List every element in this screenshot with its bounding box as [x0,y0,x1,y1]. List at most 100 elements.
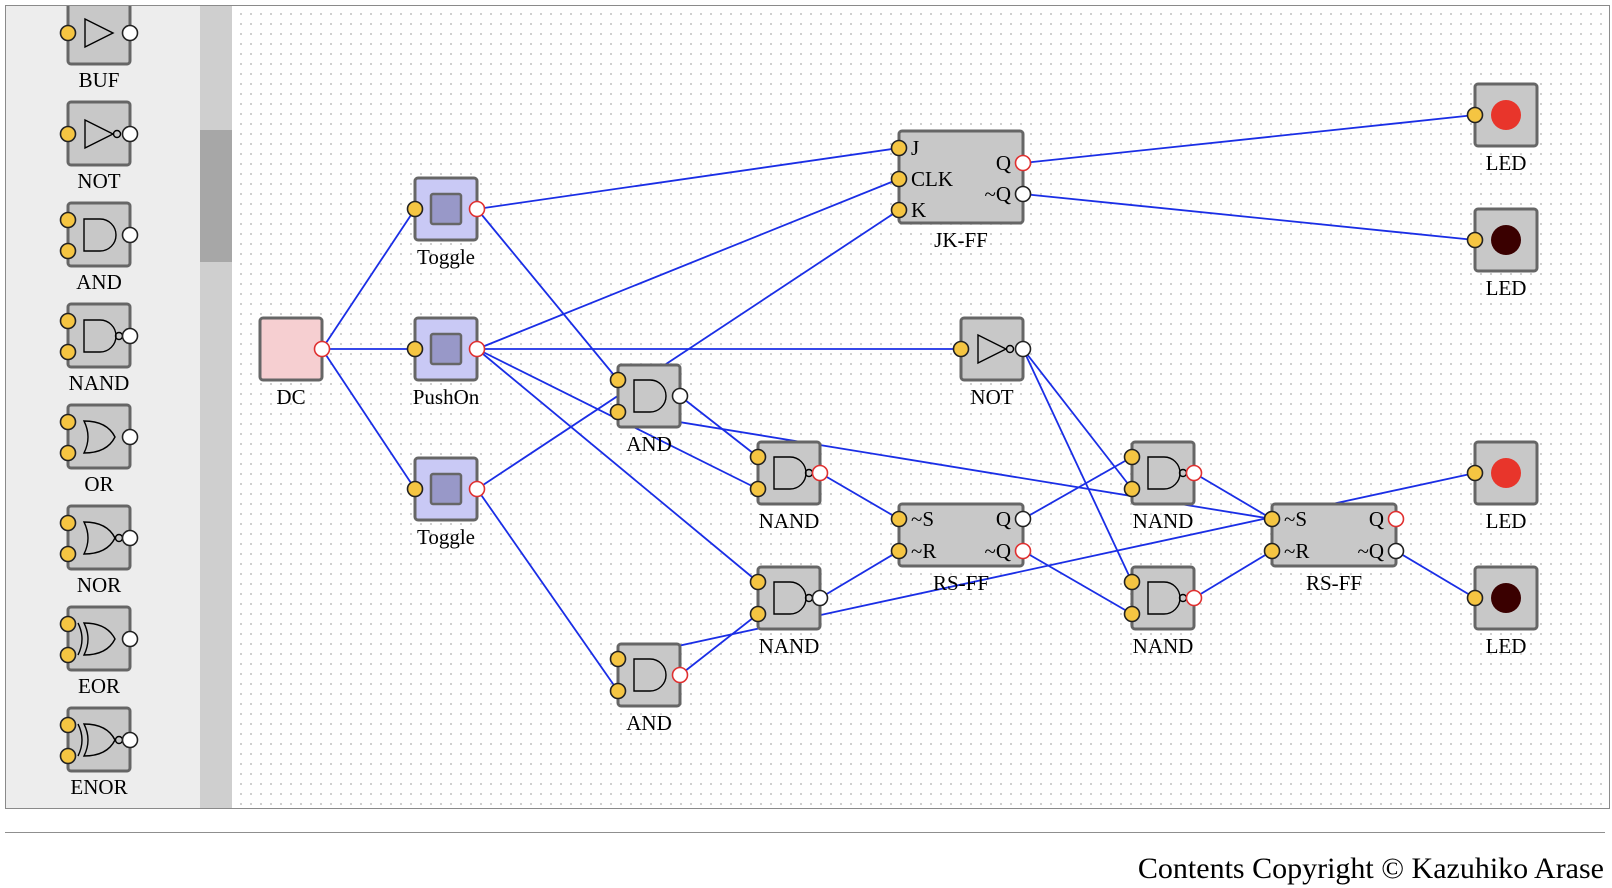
circuit-diagram[interactable]: DCTogglePushOnToggleJCLKKQ~QJK-FFNOTANDA… [232,6,1610,809]
output-pin[interactable] [468,480,486,498]
wire[interactable] [1022,348,1133,583]
input-pin[interactable] [59,747,77,765]
wire[interactable] [321,208,416,350]
input-pin[interactable] [59,514,77,532]
output-pin[interactable] [1014,185,1032,203]
input-pin[interactable] [749,448,767,466]
output-pin[interactable] [313,340,331,358]
toggle1-toggle[interactable]: Toggle [406,176,486,269]
palette-item-body[interactable] [66,706,132,773]
nand2-nand[interactable]: NAND [749,565,829,658]
output-pin[interactable] [121,731,139,749]
output-pin[interactable] [1014,542,1032,560]
palette-item-body[interactable] [66,605,132,672]
output-pin[interactable] [1185,464,1203,482]
input-pin[interactable] [1466,231,1484,249]
led3-led[interactable]: LED [1466,440,1539,533]
input-pin-clk[interactable] [890,170,908,188]
input-pin[interactable] [59,413,77,431]
rsff1-rs-ff[interactable]: ~S~RQ~QRS-FF [890,502,1032,595]
output-pin[interactable] [1014,154,1032,172]
input-pin[interactable] [1123,605,1141,623]
output-pin[interactable] [1185,589,1203,607]
wire[interactable] [1022,348,1133,490]
output-pin[interactable] [121,630,139,648]
input-pin[interactable] [1263,510,1281,528]
input-pin[interactable] [406,480,424,498]
input-pin[interactable] [59,444,77,462]
input-pin[interactable] [1263,542,1281,560]
rs-flipflop-body[interactable] [897,502,1025,568]
input-pin-j[interactable] [890,139,908,157]
wire[interactable] [476,147,900,210]
input-pin[interactable] [1466,589,1484,607]
input-pin[interactable] [749,605,767,623]
input-pin[interactable] [406,200,424,218]
palette-item-eor[interactable]: EOR [59,605,139,698]
nand-gate-body[interactable] [1130,565,1196,631]
input-pin[interactable] [749,573,767,591]
input-pin[interactable] [59,343,77,361]
wire[interactable] [321,348,416,490]
input-pin[interactable] [59,24,77,42]
input-pin[interactable] [1123,573,1141,591]
nand-gate-body[interactable] [756,440,822,506]
not1-not[interactable]: NOT [952,316,1032,409]
wire[interactable] [679,613,759,676]
palette-item-body[interactable] [66,504,132,571]
input-pin[interactable] [609,650,627,668]
wire[interactable] [476,178,900,350]
input-pin[interactable] [952,340,970,358]
input-pin[interactable] [59,312,77,330]
led4-led[interactable]: LED [1466,565,1539,658]
switch-knob[interactable] [429,472,463,506]
and-gate-body[interactable] [616,642,682,708]
nand3-nand[interactable]: NAND [1123,440,1203,533]
palette-item-body[interactable] [66,201,132,268]
input-pin[interactable] [749,480,767,498]
wire[interactable] [819,472,900,520]
wire[interactable] [1193,550,1273,599]
input-pin[interactable] [59,211,77,229]
input-pin-k[interactable] [890,201,908,219]
output-pin[interactable] [671,387,689,405]
palette-scrollbar[interactable] [200,6,232,808]
and1-and[interactable]: AND [609,363,689,456]
output-pin[interactable] [121,327,139,345]
dc-source-body[interactable] [258,316,324,382]
nand4-nand[interactable]: NAND [1123,565,1203,658]
palette-item-not[interactable]: NOT [59,100,139,193]
input-pin[interactable] [59,646,77,664]
palette-item-body[interactable] [66,302,132,369]
input-pin[interactable] [609,403,627,421]
and2-and[interactable]: AND [609,642,689,735]
output-pin[interactable] [121,226,139,244]
input-pin[interactable] [1466,106,1484,124]
wire[interactable] [1022,456,1133,520]
palette-item-enor[interactable]: ENOR [59,706,139,799]
wire[interactable] [819,550,900,599]
wire[interactable] [476,209,900,490]
input-pin[interactable] [1123,448,1141,466]
led1-led[interactable]: LED [1466,82,1539,175]
output-pin[interactable] [671,666,689,684]
led2-led[interactable]: LED [1466,207,1539,300]
wire[interactable] [1022,193,1476,241]
output-pin[interactable] [1387,510,1405,528]
output-pin[interactable] [811,464,829,482]
output-pin[interactable] [811,589,829,607]
palette-item-body[interactable] [66,6,132,66]
wire[interactable] [476,488,619,692]
palette-item-body[interactable] [66,403,132,470]
wire[interactable] [1395,550,1476,599]
input-pin[interactable] [59,615,77,633]
palette-item-and[interactable]: AND [59,201,139,294]
palette-scroll-thumb[interactable] [200,130,232,262]
nand-gate-body[interactable] [1130,440,1196,506]
nand-gate-body[interactable] [756,565,822,631]
output-pin[interactable] [468,200,486,218]
output-pin[interactable] [121,529,139,547]
